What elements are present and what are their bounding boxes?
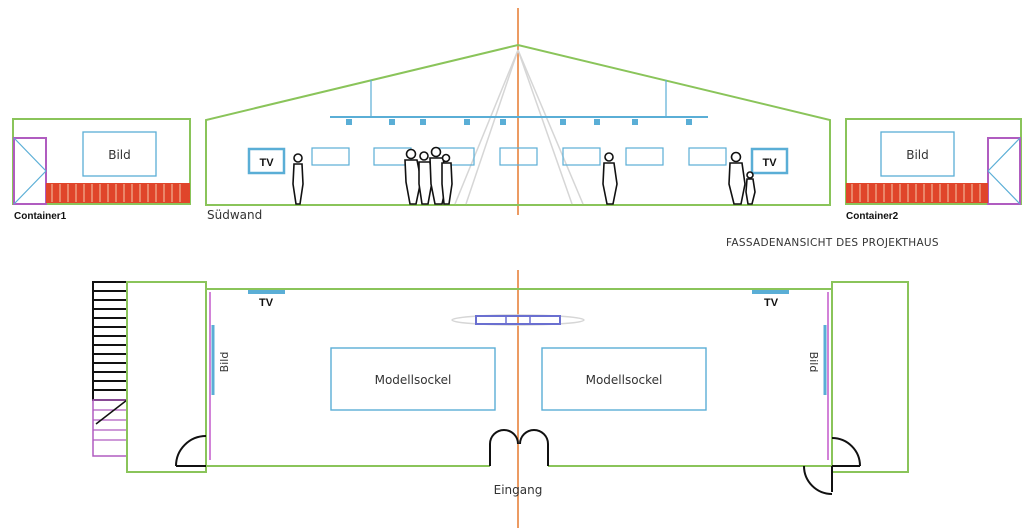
person-silhouette <box>602 152 618 205</box>
model-pedestal-left <box>330 347 496 411</box>
door-swing-right <box>803 437 861 495</box>
floor-plan-view: Bild Bild TV TV Modellsockel Modellsocke… <box>92 281 909 497</box>
container2-label: Container2 <box>846 211 899 222</box>
elevation-heading: FASSADENANSICHT DES PROJEKTHAUS <box>726 237 939 249</box>
container1-label: Container1 <box>14 211 67 222</box>
entrance-door <box>489 429 549 466</box>
tv-screen-right-elevation <box>750 147 789 175</box>
tv-label-left-elevation: TV <box>259 157 274 169</box>
container2-plan <box>831 281 909 473</box>
staircase <box>92 281 128 457</box>
door-swing-left <box>175 435 207 467</box>
tv-mark-left <box>248 290 285 294</box>
wall-label: Südwand <box>207 208 262 222</box>
container2-bench <box>846 183 988 203</box>
person-silhouette <box>292 153 304 205</box>
model-pedestal-right-label: Modellsockel <box>586 373 663 387</box>
hall-elevation: TV TV <box>205 43 831 222</box>
container2-elevation: Bild Container2 <box>845 118 1022 222</box>
people-silhouettes <box>292 146 756 205</box>
picture-label-right: Bild <box>807 352 820 373</box>
model-pedestal-left-label: Modellsockel <box>375 373 452 387</box>
tv-mark-right <box>752 290 789 294</box>
hall-roof-outline <box>205 43 831 206</box>
adult-child-silhouette <box>728 151 756 205</box>
container1-elevation: Bild Container1 <box>12 118 191 222</box>
tv-label-right-elevation: TV <box>762 157 777 169</box>
wall-panels <box>311 147 727 166</box>
tv-label-right-plan: TV <box>764 297 779 309</box>
container1-plan <box>126 281 207 473</box>
model-pedestal-right <box>541 347 707 411</box>
container1-door <box>13 137 47 205</box>
container2-door <box>987 137 1021 205</box>
lighting-rail <box>330 80 708 125</box>
group-silhouette <box>404 146 453 205</box>
elevation-view: Bild Container1 Bild Containe <box>12 43 1022 249</box>
tv-screen-left-elevation <box>247 147 286 175</box>
ceiling-fixture-plan <box>451 314 585 326</box>
container1-picture-label: Bild <box>108 148 131 162</box>
picture-label-left: Bild <box>218 352 231 373</box>
container1-bench <box>46 183 190 203</box>
roof-truss <box>454 49 584 205</box>
container1-picture-frame <box>82 131 157 177</box>
tv-label-left-plan: TV <box>259 297 274 309</box>
entrance-label: Eingang <box>494 483 543 497</box>
container2-picture-label: Bild <box>906 148 929 162</box>
container2-picture-frame <box>880 131 955 177</box>
